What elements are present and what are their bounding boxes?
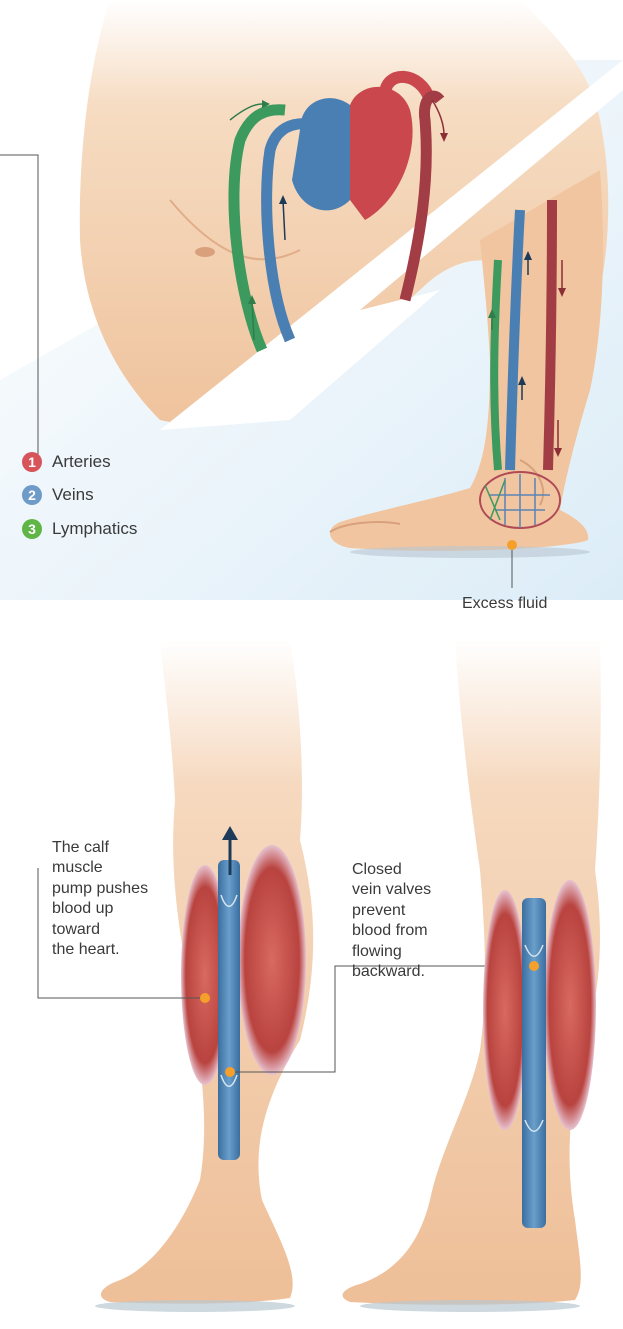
excess-fluid-marker <box>507 540 517 550</box>
closed-valve-marker-left <box>225 1067 235 1077</box>
legend-label-arteries: Arteries <box>52 452 111 472</box>
calf-pump-label: The calf muscle pump pushes blood up tow… <box>52 838 192 961</box>
legend-item-lymphatics-row: 3 Lymphatics <box>22 517 137 541</box>
lymph-vessel-leg <box>494 260 498 470</box>
legend-number-1: 1 <box>22 452 42 472</box>
legend-label-veins: Veins <box>52 485 94 505</box>
closed-valves-label: Closed vein valves prevent blood from fl… <box>352 860 482 983</box>
calf-pump-marker <box>200 993 210 1003</box>
legend-item-arteries: 1 Arteries <box>22 450 111 474</box>
artery-vessel-leg <box>548 200 552 470</box>
legend-label-lymphatics: Lymphatics <box>52 519 137 539</box>
foot-shadow <box>350 546 590 558</box>
closed-valve-marker-right <box>529 961 539 971</box>
left-calf-muscle-outer <box>238 845 306 1075</box>
left-leg-shadow <box>95 1300 295 1312</box>
right-leg-shadow <box>360 1300 580 1312</box>
right-calf-muscle-outer <box>544 880 596 1130</box>
nipple-left <box>195 247 215 257</box>
legend-item-veins: 2 Veins <box>22 483 94 507</box>
legend-number-2: 2 <box>22 485 42 505</box>
legend-number-3: 3 <box>22 519 42 539</box>
left-leg-vein <box>218 860 240 1160</box>
excess-fluid-label: Excess fluid <box>462 594 547 614</box>
right-calf-muscle-inner <box>483 890 527 1130</box>
